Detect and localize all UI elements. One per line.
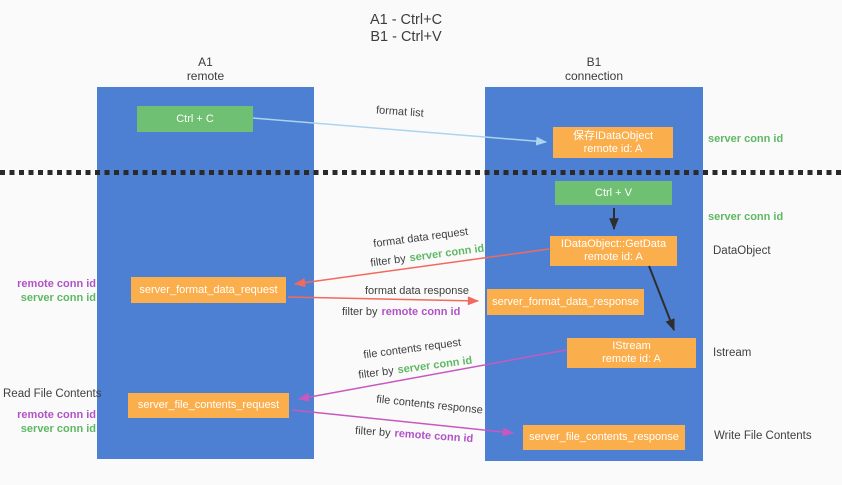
dotted-separator-line: [0, 170, 842, 175]
node-istream-line2: remote id: A: [602, 353, 661, 365]
arrow-format-data-response: [287, 296, 480, 306]
side-label-remote-conn-id: remote conn id: [17, 409, 96, 421]
title-line-1: A1 - Ctrl+C: [369, 12, 443, 28]
node-server-format-data-response-label: server_format_data_response: [492, 295, 639, 308]
node-ctrl-v: Ctrl + V: [555, 181, 672, 205]
node-save-idataobject: 保存IDataObject remote id: A: [553, 127, 673, 158]
side-label-server-conn-id: server conn id: [20, 291, 96, 304]
node-getdata-line2: remote id: A: [584, 251, 643, 263]
remote-conn-id-text: remote conn id: [381, 306, 461, 318]
node-istream: IStream remote id: A: [567, 338, 696, 368]
node-server-format-data-request-label: server_format_data_request: [139, 283, 278, 296]
title-line-2: B1 - Ctrl+V: [370, 29, 442, 45]
side-label-text: Istream: [713, 347, 752, 359]
node-save-idataobject-line2: remote id: A: [583, 142, 643, 155]
remote-conn-id-text: remote conn id: [394, 427, 474, 446]
column-a1-role: remote: [186, 68, 225, 83]
node-idataobject-getdata: IDataObject::GetData remote id: A: [550, 236, 677, 266]
node-save-idataobject-line1: 保存IDataObject: [572, 129, 654, 142]
column-b1-role: connection: [564, 68, 624, 83]
node-ctrl-v-label: Ctrl + V: [595, 186, 632, 199]
node-ctrl-c-label: Ctrl + C: [176, 112, 214, 125]
side-label-istream: Istream: [713, 347, 751, 361]
node-server-format-data-request: server_format_data_request: [131, 277, 286, 303]
node-server-file-contents-response-label: server_file_contents_response: [529, 431, 679, 443]
node-server-file-contents-request: server_file_contents_request: [128, 393, 289, 418]
diagram-title: A1 - Ctrl+C B1 - Ctrl+V: [306, 12, 506, 46]
side-label-text: server conn id: [708, 133, 784, 145]
side-label-text: DataObject: [713, 245, 771, 257]
side-label-server-conn-id-top: server conn id: [708, 133, 783, 147]
label-format-list-text: format list: [375, 104, 425, 120]
node-ctrl-c: Ctrl + C: [137, 106, 253, 132]
label-format-data-response: format data response: [365, 285, 469, 297]
side-label-text: Read File Contents: [3, 388, 102, 400]
node-server-file-contents-response: server_file_contents_response: [523, 425, 685, 450]
node-getdata-line1: IDataObject::GetData: [560, 238, 667, 250]
label-format-list: format list: [376, 104, 424, 119]
label-format-data-response-text: format data response: [365, 285, 469, 297]
side-label-remote-conn-id: remote conn id: [17, 278, 96, 290]
server-conn-id-text: server conn id: [396, 354, 473, 377]
column-a1-id: A1: [198, 55, 213, 69]
side-label-write-file-contents: Write File Contents: [714, 430, 812, 444]
node-server-file-contents-request-label: server_file_contents_request: [137, 399, 280, 411]
node-istream-line1: IStream: [612, 340, 651, 352]
side-label-dataobject: DataObject: [713, 245, 771, 259]
server-conn-id-text: server conn id: [408, 242, 485, 265]
side-label-conn-ids-file: remote conn id server conn id: [8, 409, 96, 436]
column-b1-id: B1: [586, 55, 602, 69]
side-label-conn-ids-format: remote conn id server conn id: [8, 278, 96, 305]
side-label-server-conn-id: server conn id: [20, 422, 96, 435]
label-file-contents-response: file contents response: [376, 393, 484, 416]
label-file-contents-response-text: file contents response: [375, 393, 484, 417]
side-label-server-conn-id-mid: server conn id: [708, 211, 783, 225]
column-header-a1: A1 remote: [97, 55, 314, 83]
side-label-read-file-contents: Read File Contents: [3, 388, 101, 402]
node-server-format-data-response: server_format_data_response: [487, 289, 644, 315]
column-header-b1: B1 connection: [485, 55, 703, 83]
side-label-text: Write File Contents: [714, 430, 812, 442]
filter-by-text: filter by: [354, 424, 391, 440]
filter-by-text: filter by: [342, 306, 378, 318]
side-label-text: server conn id: [708, 211, 784, 223]
filter-by-text: filter by: [369, 252, 407, 270]
filter-by-text: filter by: [357, 364, 395, 382]
